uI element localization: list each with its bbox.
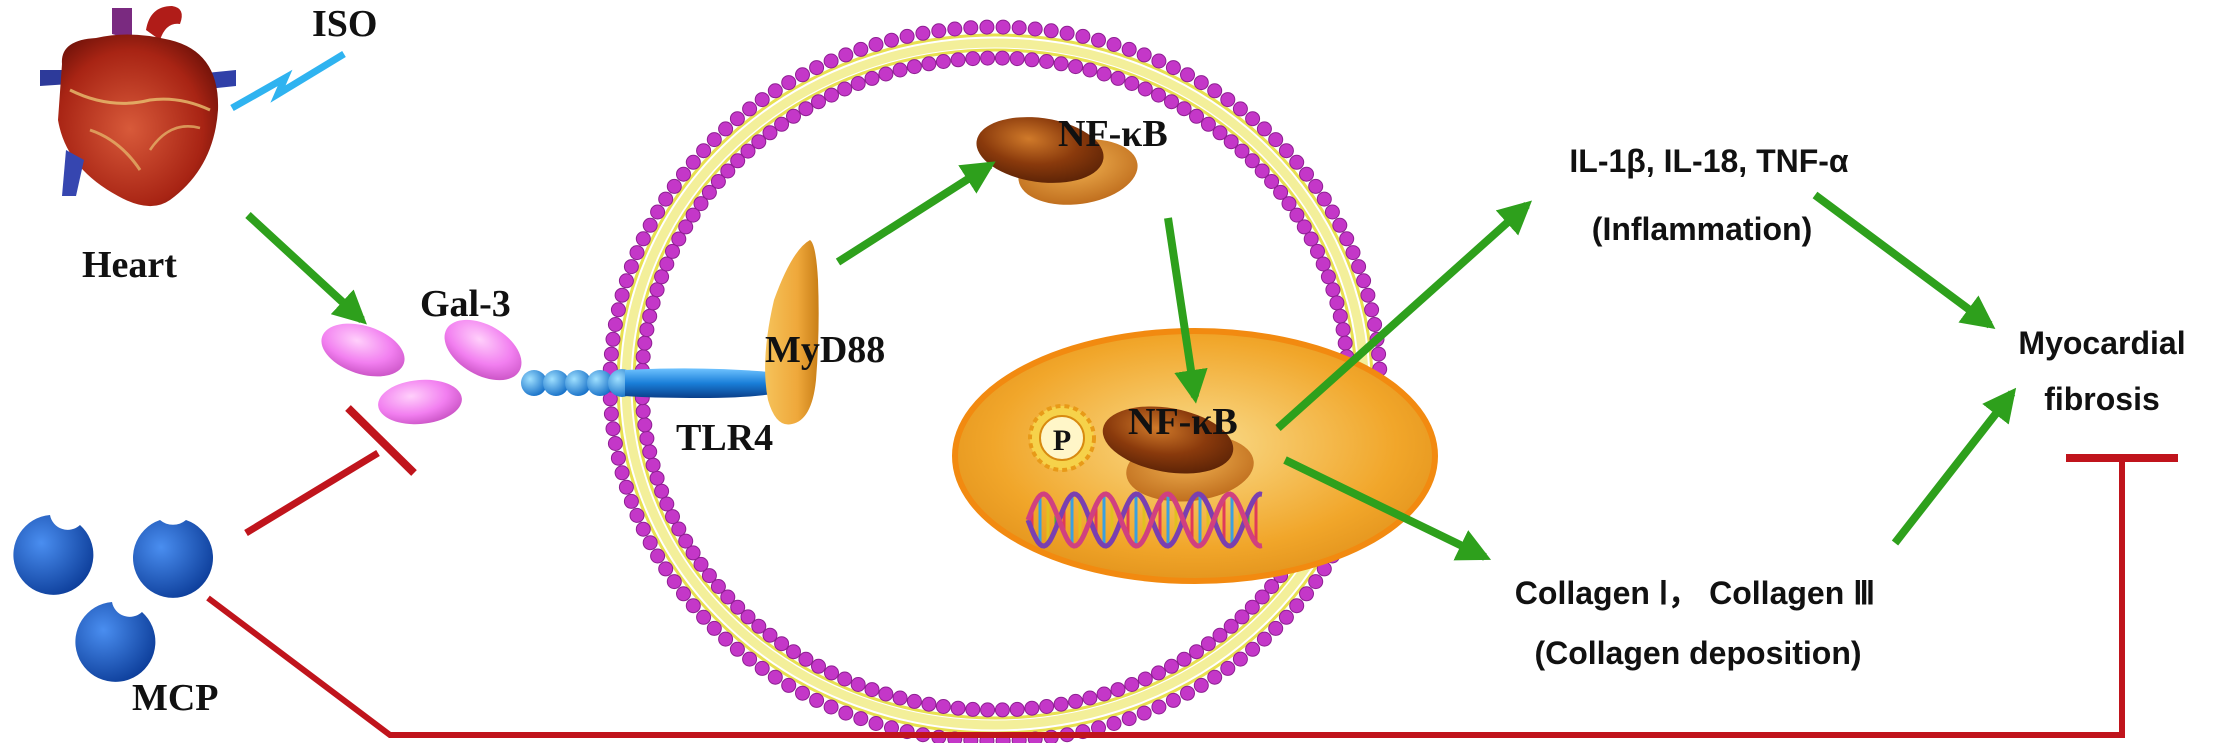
myd88-label: MyD88	[765, 329, 885, 371]
activation-arrows	[245, 161, 2017, 561]
phosphate-icon	[1028, 404, 1096, 472]
phosphate-label: P	[1053, 424, 1071, 457]
gal3-protein-icon	[321, 319, 522, 425]
arrow-inflammation-to-fibrosis	[1812, 191, 1996, 330]
mcp-label: MCP	[132, 677, 219, 719]
nfkb-nucleus-icon	[1102, 406, 1254, 502]
arrow-nfkb-to-nucleus	[1164, 217, 1208, 404]
arrow-myd88-to-nfkb	[835, 161, 996, 266]
collagen-label: Collagen Ⅰ， Collagen Ⅲ	[1515, 575, 1875, 611]
dna-helix-icon	[1025, 491, 1263, 549]
inhibition-mcp-to-fibrosis	[206, 458, 2125, 738]
tlr4-label: TLR4	[676, 417, 773, 459]
mcp-molecule-icon	[13, 515, 213, 682]
heart-icon	[40, 6, 236, 207]
iso-bolt-icon	[230, 51, 346, 112]
arrow-collagen-to-fibrosis	[1891, 387, 2017, 546]
arrow-heart-to-gal3	[245, 212, 367, 325]
myd88-protein-icon	[765, 240, 819, 425]
inhibition-gal3-bar	[345, 405, 417, 476]
inhibition-lines	[206, 405, 2178, 738]
tlr4-receptor-icon	[521, 368, 800, 398]
heart-label: Heart	[82, 244, 177, 286]
fibrosis-label-line2: fibrosis	[2044, 381, 2160, 417]
fibrosis-label-line1: Myocardial	[2018, 325, 2185, 361]
iso-label: ISO	[312, 3, 377, 45]
cytokines-label: IL-1β, IL-18, TNF-α	[1569, 143, 1849, 179]
nfkb-cytoplasm-label: NF-κB	[1058, 113, 1168, 155]
gal3-label: Gal-3	[420, 283, 511, 325]
arrow-nucleus-to-cytokines	[1275, 200, 1533, 431]
arrow-nucleus-to-collagen	[1283, 456, 1492, 561]
inflammation-label: (Inflammation)	[1592, 211, 1812, 247]
inhibition-mcp-to-gal3	[244, 450, 380, 536]
nfkb-nucleus-label: NF-κB	[1128, 401, 1238, 443]
collagen-deposition-label: (Collagen deposition)	[1534, 635, 1861, 671]
nfkb-cytoplasm-icon	[976, 117, 1138, 205]
